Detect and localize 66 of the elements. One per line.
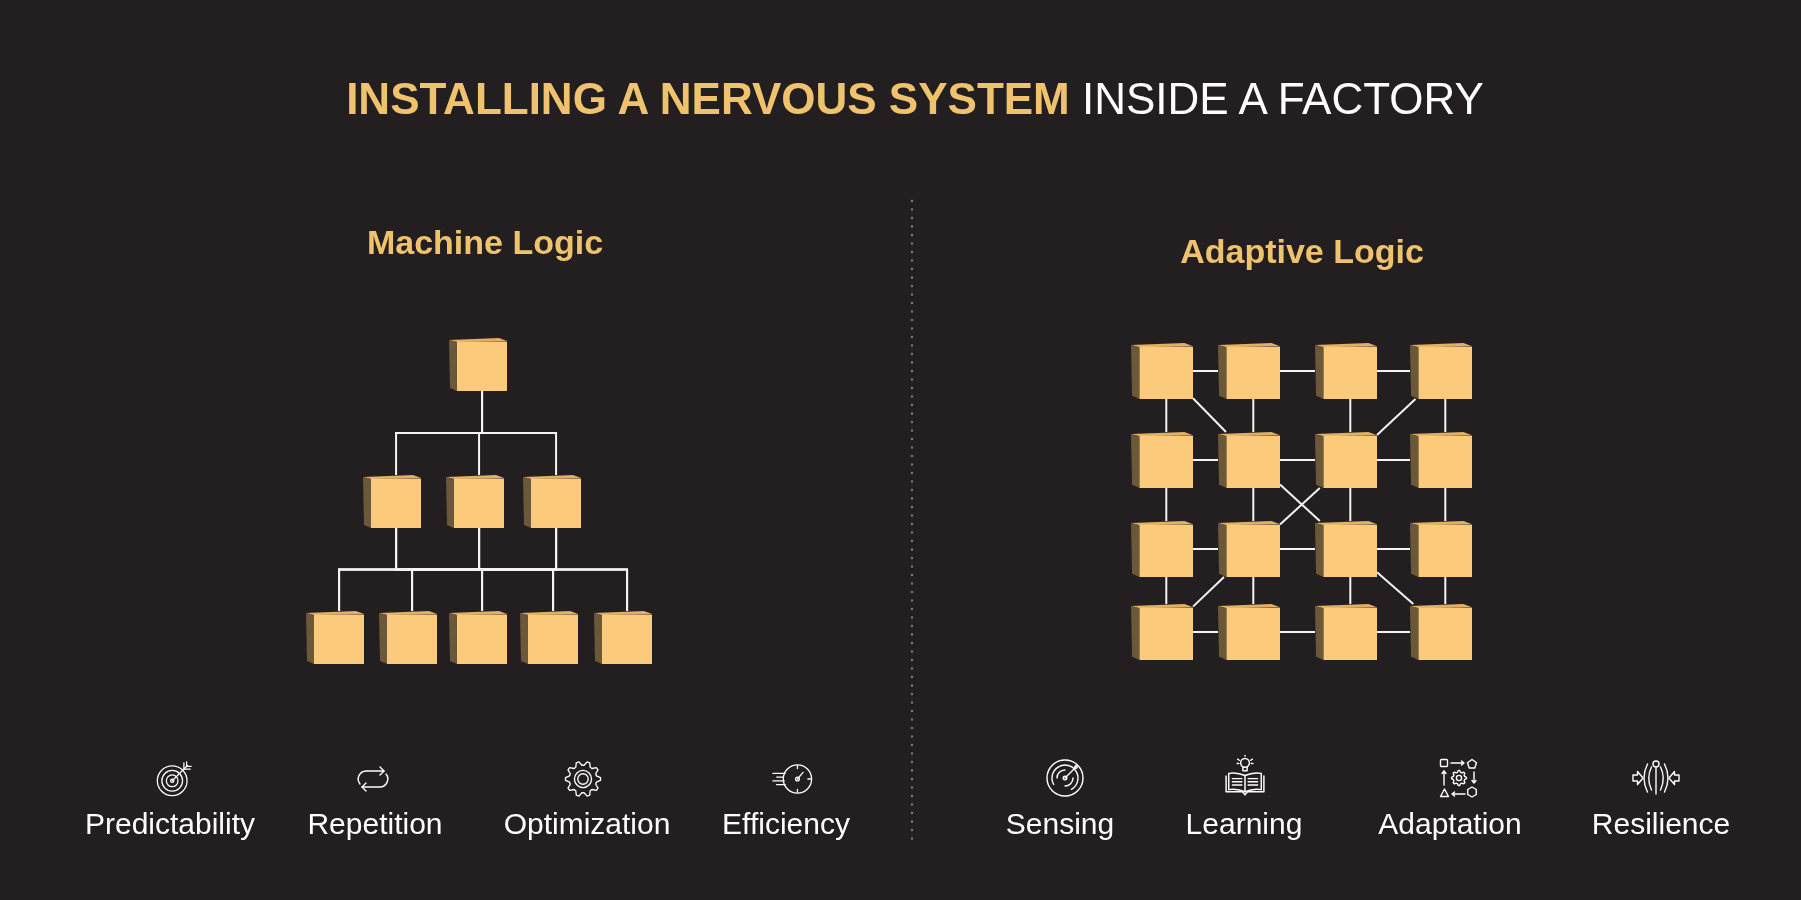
title: INSTALLING A NERVOUS SYSTEM INSIDE A FACTORY [346,77,1484,121]
connector-line [1165,487,1168,522]
connector-line [1165,576,1168,605]
cube-block [1315,343,1377,399]
cube-block [449,338,507,391]
feature-label: Adaptation [1378,809,1522,839]
cube-block [1218,604,1280,660]
connector-line [1279,548,1316,550]
cube-block [1315,521,1377,577]
connector-line [1192,397,1227,433]
cube-block [1315,432,1377,488]
connector-line [1376,631,1411,633]
connector-line [1349,398,1352,433]
connector-line [1192,548,1219,550]
feature-label: Efficiency [722,809,850,839]
cube-block [523,475,581,528]
connector-line [1444,487,1447,522]
connector-line [1192,370,1219,372]
connector-line [481,390,558,476]
connector-line [555,527,629,612]
cube-block [520,611,578,664]
connector-line [1252,487,1255,522]
connector-line [1349,576,1352,605]
connector-line [1376,459,1411,461]
cube-block [1218,343,1280,399]
cube-block [1131,343,1193,399]
cube-block [1315,604,1377,660]
cube-block [1131,432,1193,488]
section-heading: Machine Logic [366,225,604,259]
connector-line [1192,459,1219,461]
cube-block [1410,432,1472,488]
cube-block [1410,521,1472,577]
feature-label: Learning [1185,809,1303,839]
cube-block [379,611,437,664]
section-heading: Adaptive Logic [1180,234,1424,268]
feature-label: Optimization [503,809,671,839]
connector-line [1252,398,1255,433]
connector-line [1376,548,1411,550]
feature-label: Resilience [1591,809,1731,839]
cube-block [1410,343,1472,399]
cube-block [1218,521,1280,577]
feature-label: Sensing [1005,809,1115,839]
cube-block [594,611,652,664]
cube-block [449,611,507,664]
connector-line [1376,398,1417,436]
connector-line [1444,398,1447,433]
connector-line [1376,370,1411,372]
cube-block [306,611,364,664]
connector-line [1444,576,1447,605]
cube-block [1131,604,1193,660]
connector-line [1349,487,1352,522]
connector-line [1192,631,1219,633]
cube-block [1131,521,1193,577]
connector-line [1376,571,1415,605]
cube-block [1218,432,1280,488]
cube-block [1410,604,1472,660]
connector-line [1279,370,1316,372]
connector-line [1279,459,1316,461]
cube-block [363,475,421,528]
feature-label: Predictability [84,809,256,839]
connector-line [1165,398,1168,433]
feature-label: Repetition [307,809,443,839]
connector-line [1279,631,1316,633]
connector-line [1252,576,1255,605]
connector-line [1192,576,1225,608]
cube-block [446,475,504,528]
